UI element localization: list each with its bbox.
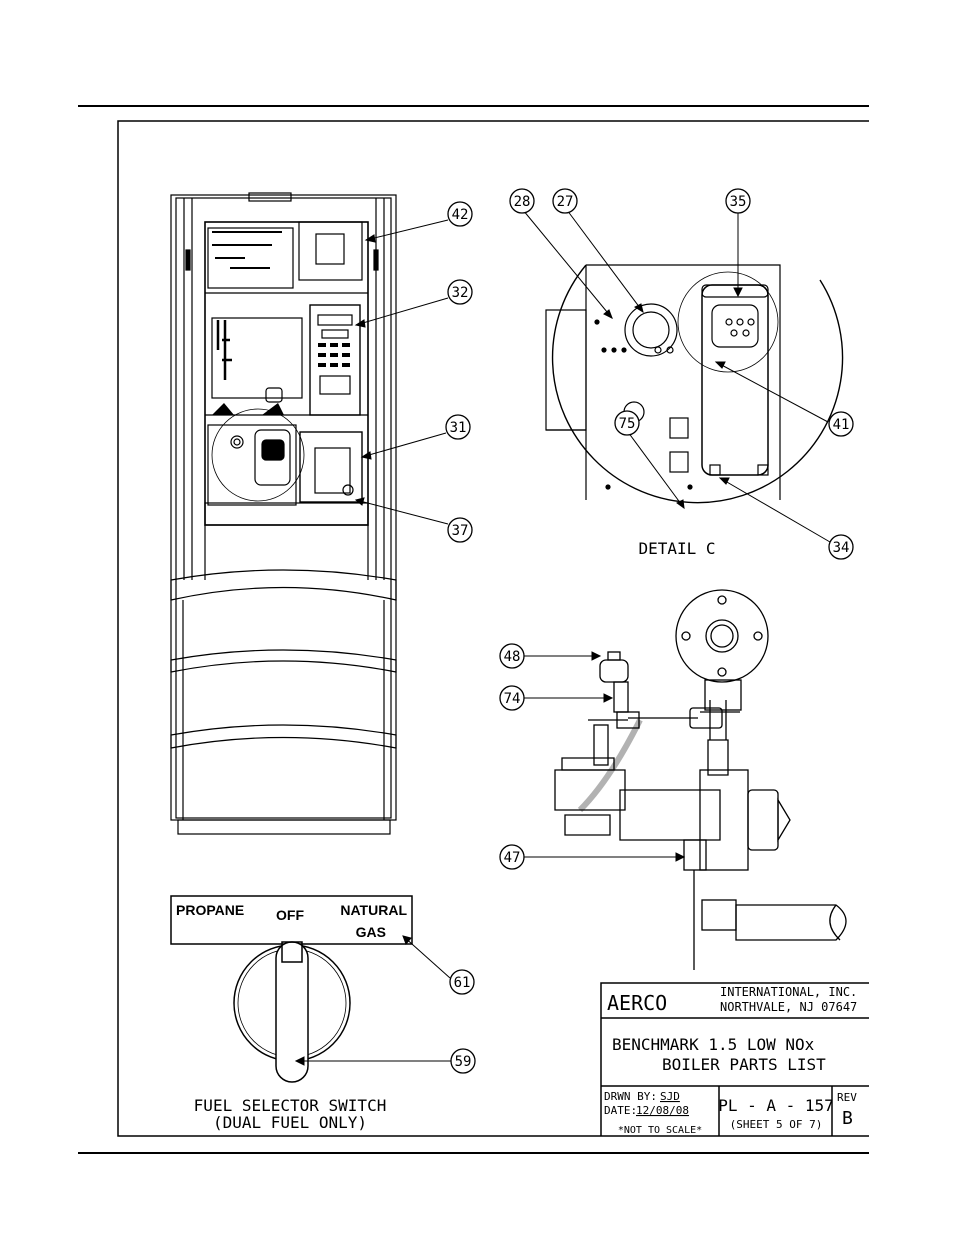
drawn-by-value: SJD	[660, 1090, 680, 1103]
sheet-number: (SHEET 5 OF 7)	[730, 1118, 823, 1131]
date-value: 12/08/08	[636, 1104, 689, 1117]
callout-35: 35	[730, 194, 747, 210]
scale-note: *NOT TO SCALE*	[618, 1125, 702, 1136]
switch-propane-label: PROPANE	[176, 902, 244, 918]
callout-47: 47	[504, 850, 521, 866]
title-company-line1: INTERNATIONAL, INC.	[720, 985, 857, 999]
callout-41: 41	[833, 417, 850, 433]
callout-34: 34	[833, 540, 850, 556]
detail-c-label: DETAIL C	[638, 539, 715, 558]
callout-42: 42	[452, 207, 469, 223]
switch-off-label: OFF	[276, 907, 304, 923]
callout-74: 74	[504, 691, 521, 707]
callout-61: 61	[454, 975, 471, 991]
switch-gas-label: GAS	[356, 924, 386, 940]
callout-28: 28	[514, 194, 531, 210]
title-line1: BENCHMARK 1.5 LOW NOx	[612, 1035, 815, 1054]
callout-59: 59	[455, 1054, 472, 1070]
callout-27: 27	[557, 194, 574, 210]
callout-31: 31	[450, 420, 467, 436]
callout-37: 37	[452, 523, 469, 539]
callout-75: 75	[619, 416, 636, 432]
date-label: DATE:	[604, 1104, 637, 1117]
title-line2: BOILER PARTS LIST	[662, 1055, 826, 1074]
callout-48: 48	[504, 649, 521, 665]
callout-32: 32	[452, 285, 469, 301]
switch-natural-label: NATURAL	[340, 902, 407, 918]
drawing-number: PL - A - 157	[718, 1096, 834, 1115]
switch-caption-line2: (DUAL FUEL ONLY)	[213, 1113, 367, 1132]
rev-label: REV	[837, 1091, 857, 1104]
title-company-logo: AERCO	[607, 991, 667, 1015]
drawn-by-label: DRWN BY:	[604, 1090, 657, 1103]
rev-value: B	[842, 1108, 853, 1129]
title-company-line2: NORTHVALE, NJ 07647	[720, 1000, 857, 1014]
